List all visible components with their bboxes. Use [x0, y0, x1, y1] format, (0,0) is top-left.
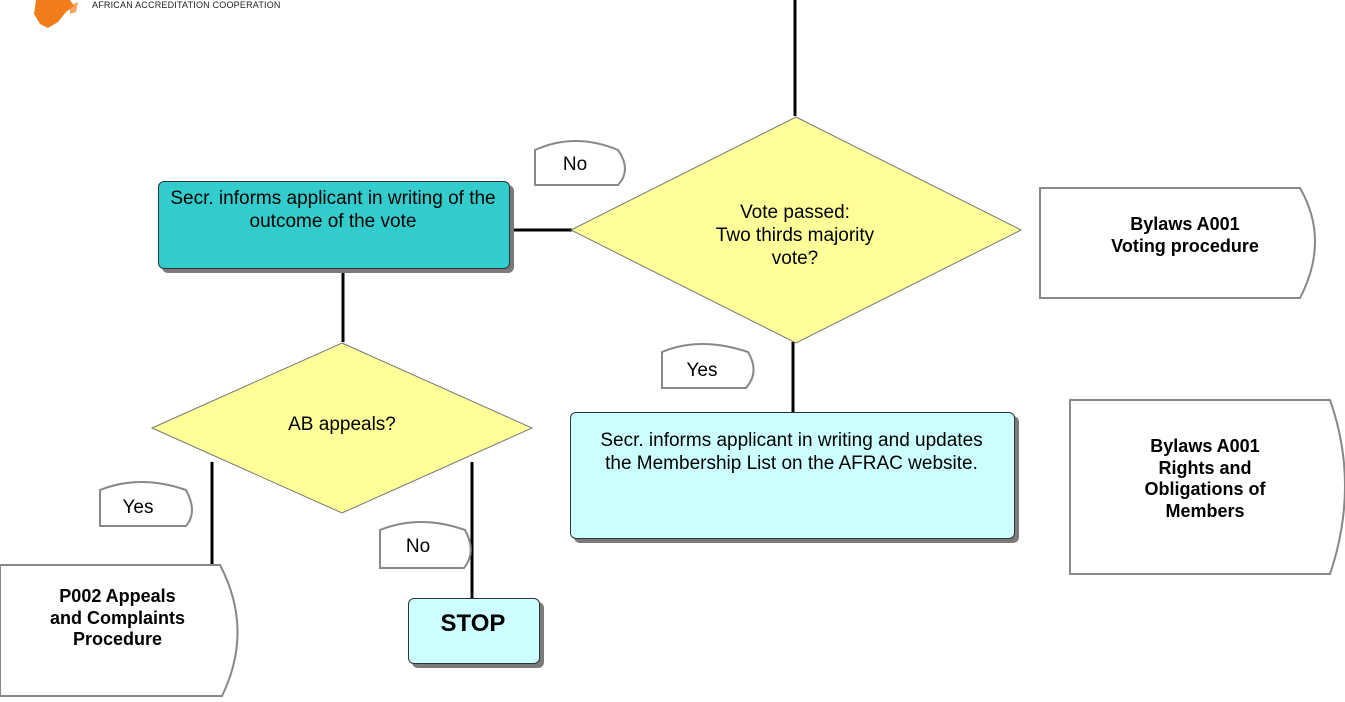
decision-vote-text: Vote passed: Two thirds majority vote?: [715, 202, 875, 269]
ref-appeals-text: P002 Appeals and Complaints Procedure: [49, 586, 185, 650]
logo-text: AFRICAN ACCREDITATION COOPERATION: [92, 0, 281, 10]
callout-no-vote: [534, 140, 626, 186]
label-no-vote: No: [562, 154, 588, 175]
callout-no-appeal: [379, 521, 472, 569]
process-inform-membership: [570, 412, 1015, 539]
label-no-appeal: No: [405, 536, 431, 557]
decision-appeal-text: AB appeals?: [288, 414, 396, 435]
afrac-logo-icon: [34, 0, 78, 28]
label-yes-vote: Yes: [686, 360, 718, 381]
ref-voting-text: Bylaws A001 Voting procedure: [1111, 214, 1259, 256]
decision-appeal-diamond: [150, 342, 534, 514]
terminator-stop-text: STOP: [440, 610, 506, 637]
process-inform-outcome: [158, 181, 510, 269]
callout-yes-appeal: [99, 481, 193, 527]
terminator-stop: [408, 598, 540, 664]
callout-ref-voting: [1039, 187, 1316, 299]
process-inform-outcome-text: Secr. informs applicant in writing of th…: [170, 188, 496, 232]
callout-yes-vote: [661, 343, 755, 389]
ref-rights-text: Bylaws A001 Rights and Obligations of Me…: [1144, 436, 1266, 521]
label-yes-appeal: Yes: [122, 497, 154, 518]
callout-ref-appeals: [0, 564, 239, 697]
decision-vote-diamond: [569, 116, 1023, 344]
process-inform-membership-text: Secr. informs applicant in writing and u…: [600, 430, 983, 474]
